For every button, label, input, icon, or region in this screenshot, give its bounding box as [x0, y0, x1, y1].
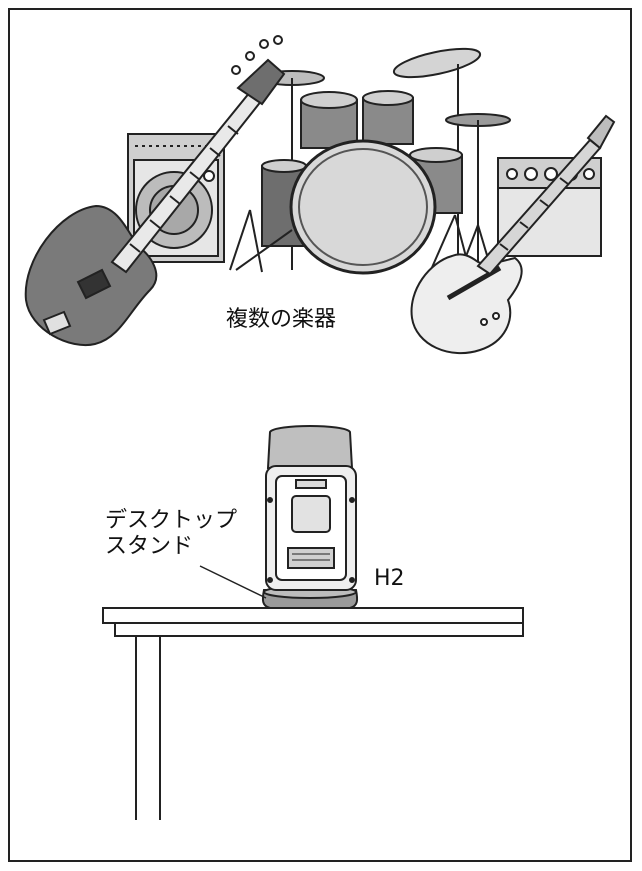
table: [102, 607, 524, 820]
instruments-label: 複数の楽器: [226, 307, 337, 332]
drum-kit: [229, 47, 511, 275]
desktop-stand: [261, 585, 359, 609]
desktop-stand-label-line2: スタンド: [105, 534, 194, 560]
bass-drum: [289, 139, 437, 275]
h2-recorder: [265, 425, 357, 591]
stand-leader-line: [199, 565, 267, 599]
desktop-stand-label: デスクトップ スタンド: [105, 508, 237, 561]
table-top: [102, 607, 524, 624]
electric-guitar: [410, 114, 616, 355]
table-apron: [114, 622, 524, 637]
desktop-stand-label-line1: デスクトップ: [105, 508, 238, 533]
bass-guitar: [24, 35, 286, 347]
right-cymbal: [392, 47, 482, 79]
recorder-label: H2: [374, 566, 405, 591]
